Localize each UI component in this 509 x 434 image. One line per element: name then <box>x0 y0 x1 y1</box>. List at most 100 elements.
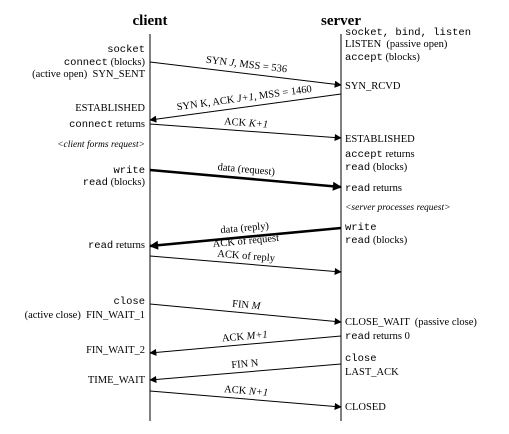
s-accept-returns-label: accept returns <box>345 149 415 161</box>
s-read-returns-0-label-part: read <box>345 331 370 343</box>
c-active-close-label-part: (active close) FIN_WAIT_1 <box>25 310 145 321</box>
msg-syn-j-label-0-part: SYN <box>205 55 230 69</box>
c-connect-returns-label-part: connect <box>69 119 113 131</box>
c-connect-label: connect (blocks) <box>64 57 146 69</box>
msg-fin-m: FIN M <box>149 299 342 325</box>
c-connect-returns-label: connect returns <box>69 119 145 131</box>
c-established-label-part: ESTABLISHED <box>75 103 145 114</box>
msg-syn-j-label-0-part: J <box>229 58 236 70</box>
msg-fin-n-arrow <box>149 363 342 383</box>
msg-syn-k-ack-arrow <box>149 93 342 123</box>
s-read-returns-label-part: read <box>345 183 370 195</box>
c-connect-returns-label-part: returns <box>113 119 145 130</box>
c-forms-request-label: <client forms request> <box>57 139 145 150</box>
s-accept-returns-label-part: returns <box>383 149 415 160</box>
s-accept-blocks-label-part: (blocks) <box>383 52 421 63</box>
msg-data-request: data (request) <box>149 162 342 191</box>
msg-ack-n1-label-0-part: N+1 <box>247 386 268 399</box>
msg-ack-reply-label-0-part: ACK of reply <box>217 249 276 265</box>
c-connect-label-part: (blocks) <box>108 57 146 68</box>
c-active-open-label: (active open) SYN_SENT <box>32 69 145 80</box>
msg-ack-m1-label-0: ACK M+1 <box>221 330 268 345</box>
msg-ack-n1-label-0: ACK N+1 <box>224 384 269 399</box>
c-read-returns-label: read returns <box>88 240 145 252</box>
msg-data-reply: data (reply)ACK of request <box>149 221 342 250</box>
s-established-label: ESTABLISHED <box>345 134 415 145</box>
c-fin-wait-2-label-part: FIN_WAIT_2 <box>86 345 145 356</box>
msg-ack-k1-label-0-part: ACK <box>224 116 250 129</box>
msg-fin-m-label-0: FIN M <box>232 299 262 313</box>
msg-data-reply-label-0: data (reply) <box>220 221 270 237</box>
s-processes-request-label-part: <server processes request> <box>345 203 451 213</box>
msg-ack-m1: ACK M+1 <box>149 330 342 356</box>
s-write-label-part: write <box>345 222 377 234</box>
msg-ack-m1-label-0-part: M+1 <box>245 330 268 343</box>
c-socket-label-part: socket <box>107 44 145 56</box>
msg-ack-n1-label-0-part: ACK <box>224 384 250 397</box>
s-read-returns-0-label-part: returns 0 <box>370 331 410 342</box>
c-read-blocks-label: read (blocks) <box>83 177 146 189</box>
msg-syn-j-arrow <box>149 61 342 88</box>
msg-syn-j: SYN J, MSS = 536 <box>149 55 342 88</box>
msg-data-request-label-0: data (request) <box>217 162 276 178</box>
msg-ack-reply-label-0: ACK of reply <box>217 249 276 265</box>
s-listen-label-part: LISTEN (passive open) <box>345 39 448 50</box>
s-read-returns-label-part: returns <box>370 183 402 194</box>
s-accept-blocks-label: accept (blocks) <box>345 52 420 64</box>
msg-syn-k-ack: SYN K, ACK J+1, MSS = 1460 <box>149 84 342 123</box>
msg-ack-k1-label-0: ACK K+1 <box>224 116 269 130</box>
s-read-blocks-label-part: (blocks) <box>370 162 408 173</box>
c-write-label-part: write <box>113 165 145 177</box>
s-closed-label-part: CLOSED <box>345 402 386 413</box>
msg-fin-n-label-0-part: FIN N <box>231 358 259 371</box>
msg-ack-k1: ACK K+1 <box>149 116 342 142</box>
c-close-label: close <box>113 296 145 308</box>
msg-fin-n: FIN N <box>149 358 342 383</box>
s-read-returns-label: read returns <box>345 183 402 195</box>
msg-ack-reply: ACK of reply <box>149 249 342 275</box>
s-listen-label: LISTEN (passive open) <box>345 39 448 50</box>
c-active-open-label-part: (active open) SYN_SENT <box>32 69 145 80</box>
s-syn-rcvd-label: SYN_RCVD <box>345 81 401 92</box>
c-established-label: ESTABLISHED <box>75 103 145 114</box>
msg-data-request-label-0-part: data (request) <box>217 162 276 178</box>
s-read-returns-0-label: read returns 0 <box>345 331 410 343</box>
c-fin-wait-2-label: FIN_WAIT_2 <box>86 345 145 356</box>
c-read-returns-label-part: returns <box>113 240 145 251</box>
msg-fin-n-label-0: FIN N <box>231 358 259 371</box>
msg-ack-k1-arrow <box>149 123 342 142</box>
s-socket-bind-listen-label: socket, bind, listen <box>345 27 471 39</box>
s-write-label: write <box>345 222 377 234</box>
msg-data-request-arrow <box>149 168 342 191</box>
c-active-close-label: (active close) FIN_WAIT_1 <box>25 310 145 321</box>
s-last-ack-label-part: LAST_ACK <box>345 367 399 378</box>
c-read-returns-label-part: read <box>88 240 113 252</box>
s-close-wait-label-part: CLOSE_WAIT (passive close) <box>345 317 477 328</box>
c-forms-request-label-part: <client forms request> <box>57 139 145 150</box>
s-read-blocks-label: read (blocks) <box>345 162 408 174</box>
s-close-label-part: close <box>345 353 377 365</box>
msg-syn-k-ack-label-0: SYN K, ACK J+1, MSS = 1460 <box>176 84 312 113</box>
s-accept-blocks-label-part: accept <box>345 52 383 64</box>
s-read-blocks-2-label: read (blocks) <box>345 235 408 247</box>
c-write-label: write <box>113 165 145 177</box>
s-read-blocks-2-label-part: read <box>345 235 370 247</box>
c-read-blocks-label-part: read <box>83 177 108 189</box>
c-close-label-part: close <box>113 296 145 308</box>
c-read-blocks-label-part: (blocks) <box>108 177 146 188</box>
s-established-label-part: ESTABLISHED <box>345 134 415 145</box>
msg-fin-m-label-0-part: M <box>250 300 262 312</box>
msg-ack-reply-arrow <box>149 255 342 275</box>
s-last-ack-label: LAST_ACK <box>345 367 399 378</box>
msg-ack-n1: ACK N+1 <box>149 384 342 410</box>
msg-ack-k1-label-0-part: K+1 <box>247 118 268 130</box>
msg-fin-m-label-0-part: FIN <box>232 299 252 312</box>
msg-data-reply-arrow <box>149 226 342 250</box>
c-time-wait-label: TIME_WAIT <box>88 375 146 386</box>
c-socket-label: socket <box>107 44 145 56</box>
c-connect-label-part: connect <box>64 57 108 69</box>
